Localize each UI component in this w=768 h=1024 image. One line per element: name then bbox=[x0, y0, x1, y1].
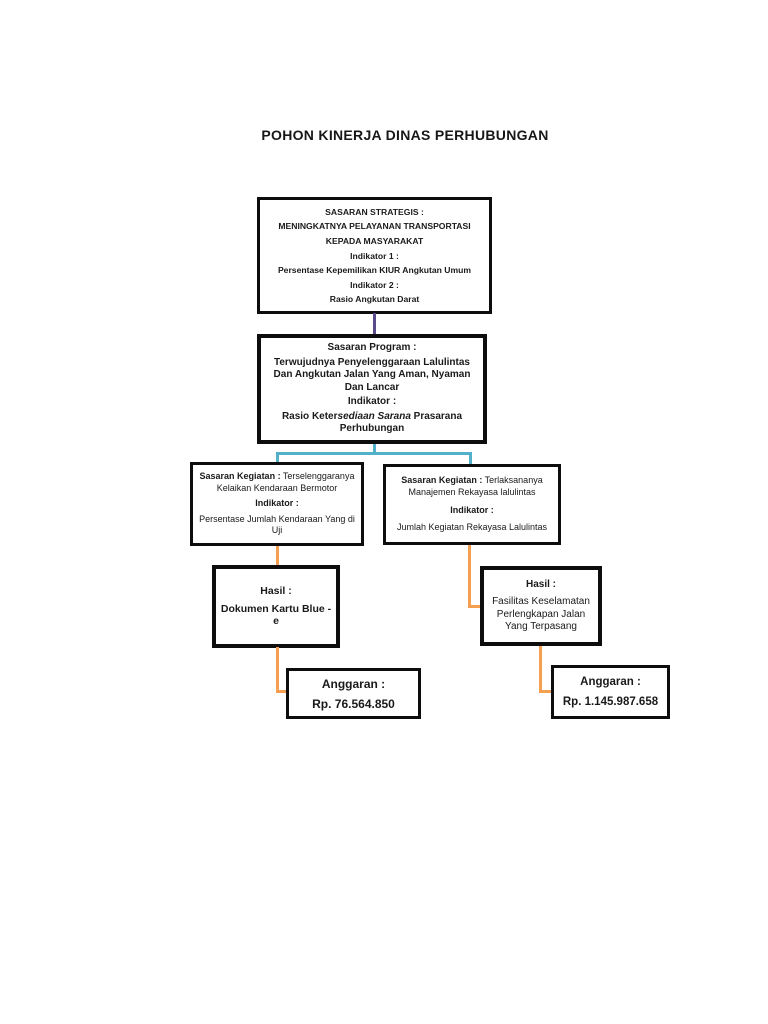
anggaran-right-value: Rp. 1.145.987.658 bbox=[562, 696, 659, 708]
kegiatan-left-indikator-value: Persentase Jumlah Kendaraan Yang di Uji bbox=[199, 513, 355, 536]
kegiatan-right-value: Terlaksananya Manajemen Rekayasa lalulin… bbox=[408, 475, 543, 497]
connector-kegiatan-right-to-hasil-v bbox=[468, 545, 471, 608]
connector-hasil-right-to-anggaran-h bbox=[540, 690, 552, 693]
page-title: POHON KINERJA DINAS PERHUBUNGAN bbox=[261, 127, 549, 143]
strategis-line: KEPADA MASYARAKAT bbox=[325, 235, 424, 246]
anggaran-left-heading: Anggaran : bbox=[321, 676, 386, 691]
connector-to-kegiatan-right bbox=[469, 454, 472, 465]
program-body: Terwujudnya Penyelenggaraan Lalulintas D… bbox=[273, 356, 471, 393]
sasaran-kegiatan-left-box: Sasaran Kegiatan : Terselenggaranya Kela… bbox=[190, 462, 364, 546]
program-heading: Sasaran Program : bbox=[327, 342, 417, 354]
anggaran-right-box: Anggaran : Rp. 1.145.987.658 bbox=[551, 665, 670, 719]
hasil-left-heading: Hasil : bbox=[260, 585, 292, 598]
indikator-italic: sediaan Sarana bbox=[337, 410, 411, 422]
program-indikator-label: Indikator : bbox=[347, 396, 397, 408]
strategis-line: Persentase Kepemilikan KIUR Angkutan Umu… bbox=[277, 265, 472, 276]
kegiatan-right-indikator-value: Jumlah Kegiatan Rekayasa Lalulintas bbox=[396, 522, 548, 533]
connector-kegiatan-right-to-hasil-h bbox=[470, 605, 481, 608]
sasaran-program-box: Sasaran Program : Terwujudnya Penyelengg… bbox=[257, 334, 487, 444]
connector-program-branch bbox=[276, 452, 472, 455]
connector-program-stem bbox=[373, 444, 376, 454]
sasaran-strategis-box: SASARAN STRATEGIS : MENINGKATNYA PELAYAN… bbox=[257, 197, 492, 314]
hasil-left-value: Dokumen Kartu Blue - e bbox=[220, 602, 332, 628]
strategis-line: MENINGKATNYA PELAYANAN TRANSPORTASI bbox=[278, 221, 471, 232]
sasaran-kegiatan-right-box: Sasaran Kegiatan : Terlaksananya Manajem… bbox=[383, 464, 561, 545]
kegiatan-left-label: Sasaran Kegiatan : bbox=[199, 471, 281, 482]
hasil-left-box: Hasil : Dokumen Kartu Blue - e bbox=[212, 565, 340, 648]
program-indikator-value: Rasio Ketersediaan Sarana Prasarana Perh… bbox=[264, 411, 480, 436]
indikator-prefix: Rasio Keter bbox=[281, 410, 338, 422]
strategis-line: Indikator 1 : bbox=[350, 250, 399, 261]
kegiatan-left-indikator-label: Indikator : bbox=[255, 498, 299, 509]
connector-hasil-left-to-anggaran-h bbox=[277, 690, 287, 693]
connector-to-kegiatan-left bbox=[276, 454, 279, 463]
connector-hasil-left-to-anggaran-v bbox=[276, 647, 279, 693]
anggaran-left-value: Rp. 76.564.850 bbox=[312, 696, 395, 711]
anggaran-right-heading: Anggaran : bbox=[580, 676, 641, 688]
anggaran-left-box: Anggaran : Rp. 76.564.850 bbox=[286, 668, 421, 719]
kegiatan-right-line: Sasaran Kegiatan : Terlaksananya Manajem… bbox=[389, 475, 555, 498]
kegiatan-right-label: Sasaran Kegiatan : bbox=[401, 475, 483, 486]
kegiatan-left-value: Terselenggaranya Kelaikan Kendaraan Berm… bbox=[216, 471, 355, 493]
kegiatan-left-line: Sasaran Kegiatan : Terselenggaranya Kela… bbox=[196, 471, 358, 494]
hasil-right-box: Hasil : Fasilitas Keselamatan Perlengkap… bbox=[480, 566, 602, 646]
strategis-line: Indikator 2 : bbox=[350, 279, 399, 290]
strategis-line: SASARAN STRATEGIS : bbox=[325, 206, 424, 217]
kegiatan-right-indikator-label: Indikator : bbox=[450, 504, 494, 515]
connector-strategis-to-program bbox=[373, 313, 376, 335]
connector-kegiatan-left-to-hasil bbox=[276, 546, 279, 566]
indikator-suffix: Prasarana Perhubungan bbox=[339, 410, 463, 435]
strategis-line: Rasio Angkutan Darat bbox=[329, 294, 420, 305]
hasil-right-heading: Hasil : bbox=[525, 578, 556, 590]
hasil-right-value: Fasilitas Keselamatan Perlengkapan Jalan… bbox=[492, 596, 590, 632]
connector-hasil-right-to-anggaran-v bbox=[539, 646, 542, 693]
